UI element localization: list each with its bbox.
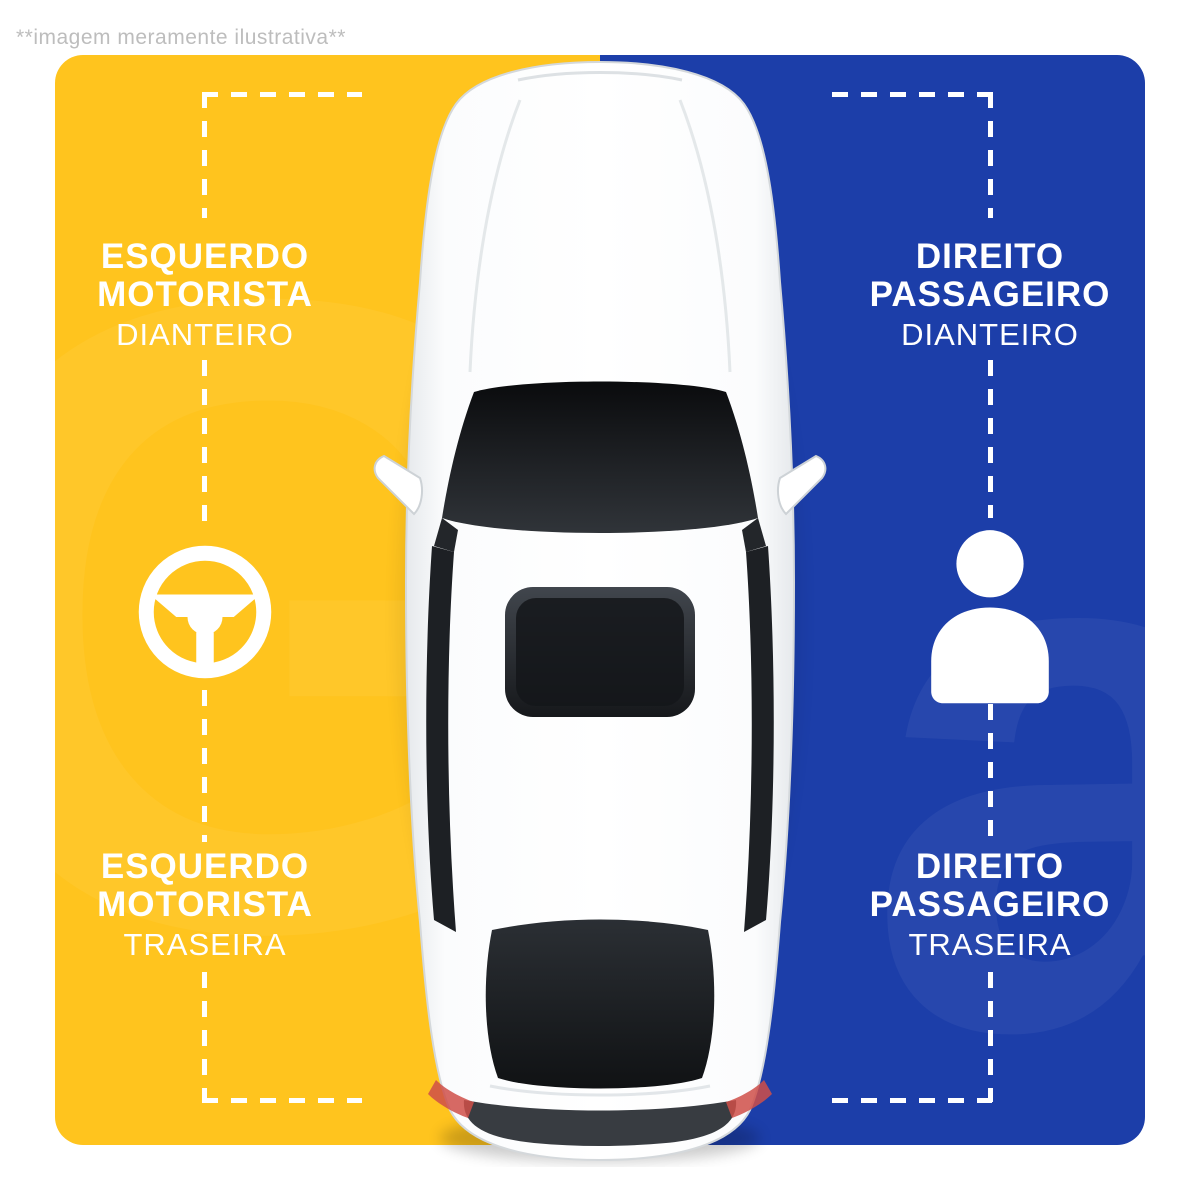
- taillight-right: [726, 1080, 772, 1118]
- hood-crease-right: [678, 99, 732, 373]
- dashed-line-right-segment-2: [988, 360, 993, 518]
- sunroof-glass: [516, 598, 684, 706]
- disclaimer-text: **imagem meramente ilustrativa**: [16, 26, 346, 49]
- car-top-view-illustration: [373, 60, 827, 1162]
- label-rear-right-line3: TRASEIRA: [908, 927, 1072, 962]
- label-rear-left: ESQUERDO MOTORISTA TRASEIRA: [30, 848, 380, 964]
- dashed-line-right-segment-4: [988, 972, 993, 1102]
- trunk-seam: [489, 1084, 711, 1097]
- dashed-line-bottom-right-horizontal: [832, 1098, 992, 1103]
- rear-bumper-trim: [463, 1100, 737, 1146]
- dashed-line-left-segment-4: [202, 972, 207, 1102]
- label-rear-left-line1: ESQUERDO: [100, 847, 310, 886]
- dashed-line-top-right-horizontal: [832, 92, 992, 97]
- label-front-right-line2: PASSAGEIRO: [869, 275, 1111, 314]
- dashed-line-right-segment-1: [988, 92, 993, 218]
- dashed-line-bottom-left-horizontal: [202, 1098, 362, 1103]
- dashed-line-left-segment-2: [202, 360, 207, 532]
- person-icon-svg: [931, 530, 1049, 704]
- label-rear-left-line2: MOTORISTA: [97, 885, 313, 924]
- a-pillar-left: [434, 518, 458, 552]
- label-rear-left-line3: TRASEIRA: [123, 927, 287, 962]
- label-front-right-line1: DIREITO: [915, 237, 1065, 276]
- a-pillar-right: [742, 518, 766, 552]
- steering-wheel-icon: [130, 537, 280, 687]
- label-front-left-line2: MOTORISTA: [97, 275, 313, 314]
- taillight-left: [428, 1080, 474, 1118]
- label-front-right-line3: DIANTEIRO: [901, 317, 1079, 352]
- dashed-line-right-segment-3: [988, 704, 993, 842]
- dashed-line-left-segment-3: [202, 690, 207, 842]
- windshield: [442, 381, 758, 533]
- label-rear-right-line1: DIREITO: [915, 847, 1065, 886]
- label-front-left: ESQUERDO MOTORISTA DIANTEIRO: [30, 238, 380, 354]
- label-front-left-line1: ESQUERDO: [100, 237, 310, 276]
- steering-wheel-icon-svg: [138, 545, 272, 679]
- person-icon: [906, 520, 1074, 705]
- side-glass-right: [744, 546, 774, 932]
- label-rear-right-line2: PASSAGEIRO: [869, 885, 1111, 924]
- dashed-line-left-segment-1: [202, 92, 207, 218]
- mirror-right: [777, 454, 827, 516]
- side-glass-left: [426, 546, 456, 932]
- mirror-left: [373, 454, 423, 516]
- label-front-right: DIREITO PASSAGEIRO DIANTEIRO: [815, 238, 1165, 354]
- front-bumper-seam: [517, 71, 683, 82]
- hood-crease-left: [468, 99, 522, 373]
- dashed-line-top-left-horizontal: [202, 92, 362, 97]
- label-rear-right: DIREITO PASSAGEIRO TRASEIRA: [815, 848, 1165, 964]
- label-front-left-line3: DIANTEIRO: [116, 317, 294, 352]
- rear-window: [485, 919, 715, 1089]
